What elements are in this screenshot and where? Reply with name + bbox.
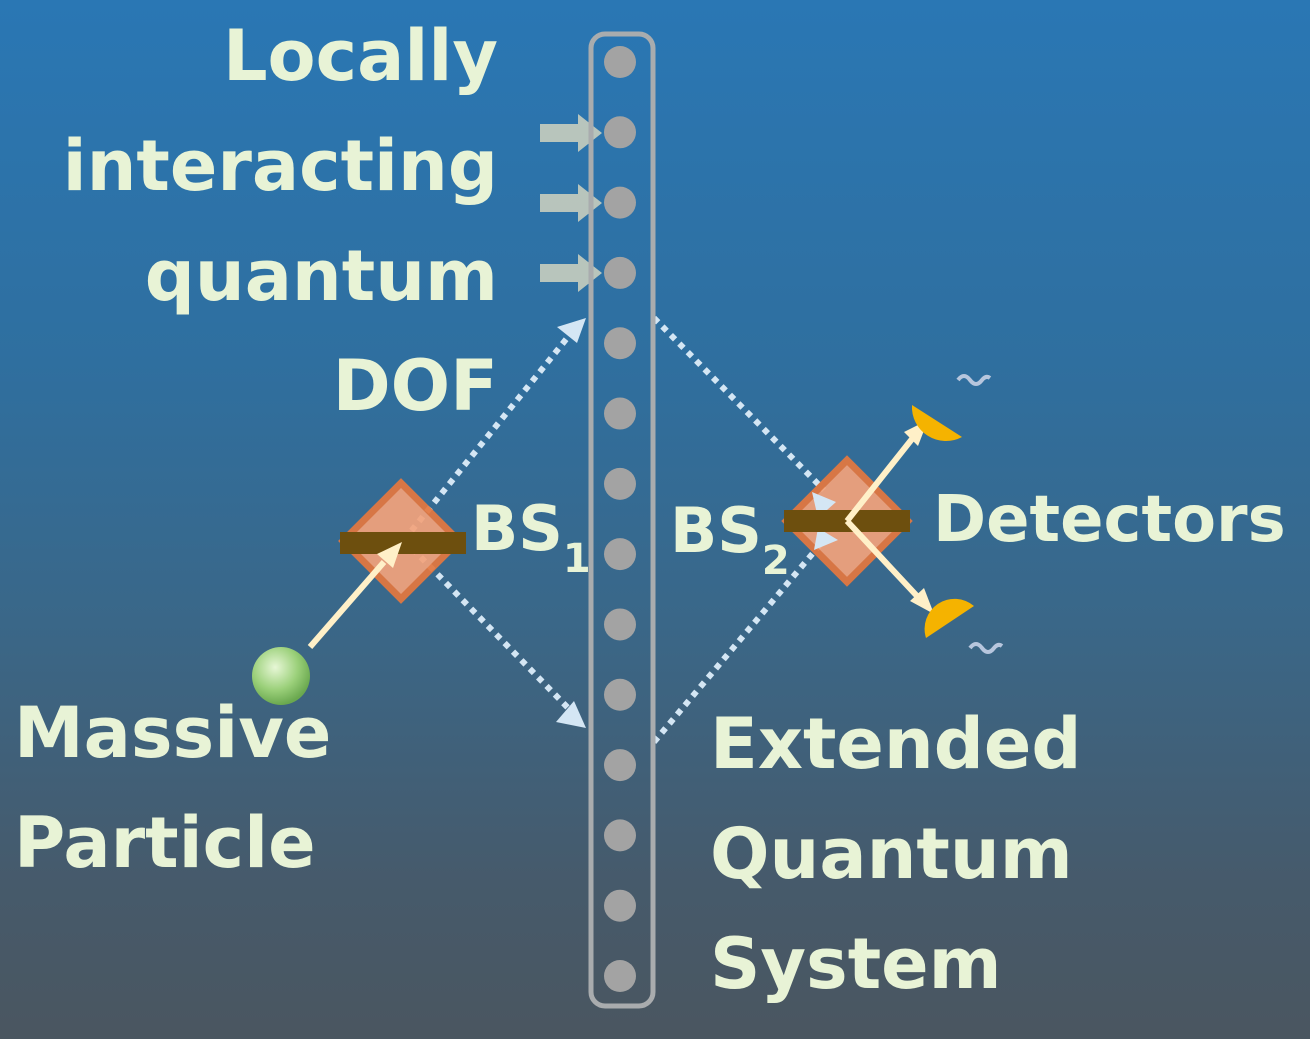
pointer-arrow-icon xyxy=(540,184,602,222)
dof-label-line-4: DOF xyxy=(333,345,498,427)
path-arrowheads xyxy=(556,318,586,728)
pointer-arrow-icon xyxy=(540,114,602,152)
system-label-line-1: Extended xyxy=(710,703,1081,785)
bs1-label: BS1 xyxy=(471,492,591,582)
quantum-sites xyxy=(604,46,636,992)
bs2-label: BS2 xyxy=(670,494,790,584)
quantum-site xyxy=(604,538,636,571)
quantum-site xyxy=(604,46,636,78)
path-upper-bs2 xyxy=(651,315,827,493)
dof-pointer-arrows xyxy=(540,114,602,292)
path-bs1-upper xyxy=(401,330,575,542)
beam-arrowhead-icon xyxy=(377,542,402,568)
signal-squiggle-icon xyxy=(968,642,1004,654)
detector-lower xyxy=(924,598,1004,654)
system-label-line-2: Quantum xyxy=(710,813,1073,895)
bs1-mirror-bar xyxy=(340,532,466,554)
quantum-site xyxy=(604,186,636,219)
arrowhead-icon xyxy=(557,318,586,343)
output-arrowhead-icon xyxy=(910,588,934,614)
path-lower-bs2 xyxy=(651,538,827,744)
arrowhead-icon xyxy=(556,701,586,728)
bs2-inner-arrow xyxy=(814,528,838,550)
detector-icon xyxy=(924,598,974,638)
signal-squiggle-icon xyxy=(956,374,992,386)
dof-label-line-3: quantum xyxy=(145,235,498,317)
quantum-site xyxy=(604,678,636,711)
quantum-site xyxy=(604,397,636,430)
quantum-site xyxy=(604,116,636,149)
quantum-site xyxy=(604,467,636,500)
system-label-line-3: System xyxy=(710,923,1002,1005)
dof-label-line-1: Locally xyxy=(223,15,498,97)
massive-particle-sphere xyxy=(252,647,310,705)
quantum-site xyxy=(604,889,636,922)
detector-upper xyxy=(911,374,992,442)
quantum-site xyxy=(604,256,636,289)
quantum-site xyxy=(604,608,636,641)
detectors-label: Detectors xyxy=(933,483,1286,557)
quantum-site xyxy=(604,960,636,992)
dof-label-line-2: interacting xyxy=(63,125,498,207)
quantum-site xyxy=(604,819,636,852)
particle-label-line-2: Particle xyxy=(14,802,316,884)
beam-splitter-1 xyxy=(338,478,466,604)
quantum-site xyxy=(604,749,636,782)
quantum-chain-frame xyxy=(588,31,656,1009)
detector-icon xyxy=(911,405,962,442)
particle-label-line-1: Massive xyxy=(14,692,331,774)
pointer-arrow-icon xyxy=(540,254,602,292)
particle-beam xyxy=(307,542,402,649)
quantum-site xyxy=(604,327,636,360)
